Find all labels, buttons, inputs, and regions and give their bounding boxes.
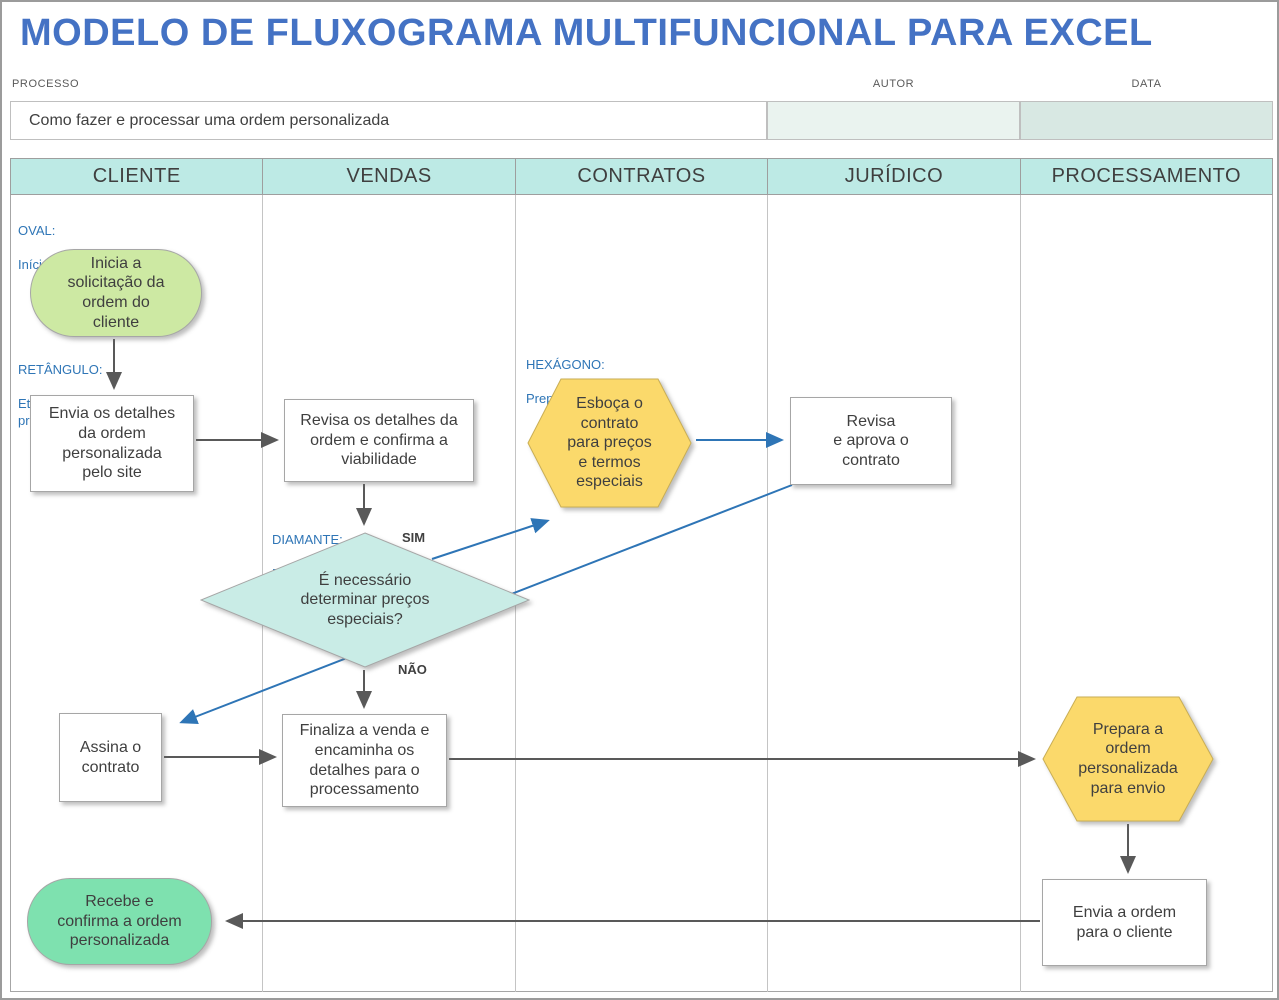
- data-input[interactable]: [1020, 101, 1273, 140]
- processo-input[interactable]: Como fazer e processar uma ordem persona…: [10, 101, 767, 140]
- lane-divider: [767, 195, 768, 992]
- node-send-order[interactable]: Envia a ordem para o cliente: [1042, 879, 1207, 966]
- node-finalize-sale[interactable]: Finaliza a venda e encaminha os detalhes…: [282, 714, 447, 807]
- node-prepare-order[interactable]: Prepara a ordem personalizada para envio: [1042, 696, 1214, 822]
- node-send-details[interactable]: Envia os detalhes da ordem personalizada…: [30, 395, 194, 492]
- autor-label: AUTOR: [872, 78, 915, 90]
- swimlane-header: CLIENTE VENDAS CONTRATOS JURÍDICO PROCES…: [10, 158, 1273, 195]
- hexagon-shape: [1042, 696, 1214, 822]
- lane-header-contratos[interactable]: CONTRATOS: [516, 159, 769, 194]
- node-decision[interactable]: É necessário determinar preços especiais…: [200, 532, 530, 668]
- lane-header-juridico[interactable]: JURÍDICO: [768, 159, 1021, 194]
- node-draft-contract[interactable]: Esboça o contrato para preços e termos e…: [527, 378, 692, 508]
- annotation-hexagono-title: HEXÁGONO:: [526, 357, 605, 372]
- lane-header-cliente[interactable]: CLIENTE: [11, 159, 264, 194]
- node-prepare-order-label: Prepara a ordem personalizada para envio: [1078, 720, 1178, 797]
- data-label: DATA: [1131, 78, 1162, 90]
- node-decision-label: É necessário determinar preços especiais…: [300, 571, 430, 628]
- processo-label: PROCESSO: [12, 78, 80, 90]
- lane-divider: [1020, 195, 1021, 992]
- node-start-oval[interactable]: Inicia a solicitação da ordem do cliente: [30, 249, 202, 337]
- node-sign-contract[interactable]: Assina o contrato: [59, 713, 162, 802]
- autor-input[interactable]: [767, 101, 1020, 140]
- page-title: MODELO DE FLUXOGRAMA MULTIFUNCIONAL PARA…: [20, 12, 1153, 54]
- lane-header-processamento[interactable]: PROCESSAMENTO: [1051, 165, 1242, 187]
- node-review-details[interactable]: Revisa os detalhes da ordem e confirma a…: [284, 399, 474, 482]
- node-receive-order[interactable]: Recebe e confirma a ordem personalizada: [27, 878, 212, 965]
- annotation-retangulo-title: RETÂNGULO:: [18, 362, 103, 377]
- lane-header-vendas[interactable]: VENDAS: [263, 159, 516, 194]
- node-review-contract[interactable]: Revisa e aprova o contrato: [790, 397, 952, 485]
- node-draft-contract-label: Esboça o contrato para preços e termos e…: [567, 395, 652, 491]
- annotation-oval-title: OVAL:: [18, 223, 56, 238]
